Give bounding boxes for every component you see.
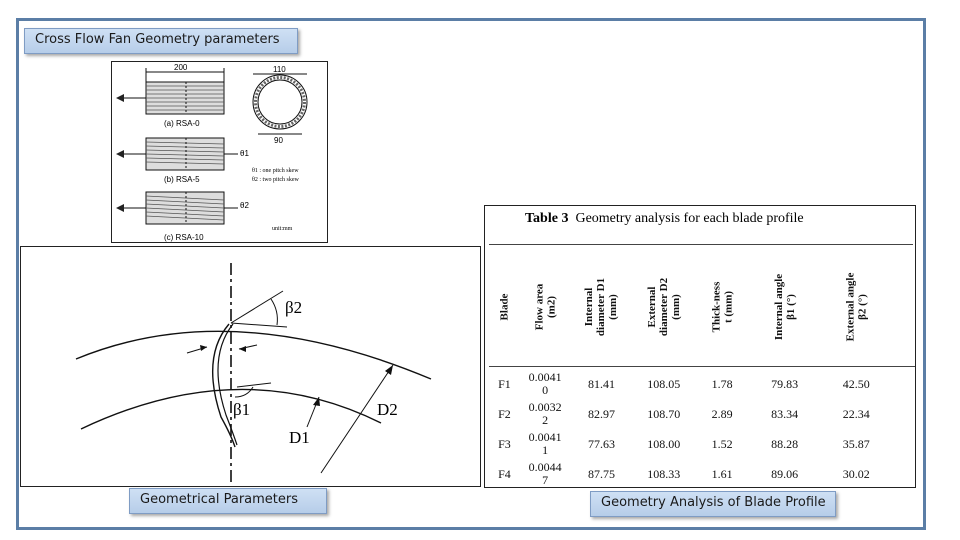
table-title-rest: Geometry analysis for each blade profile [575, 211, 804, 226]
table-header-text: External diameter D2 (mm) [645, 277, 682, 337]
table-cell: 81.41 [588, 376, 616, 391]
fan-rsa0 [116, 81, 225, 115]
table-cell: 108.00 [647, 436, 681, 451]
blade-profile [212, 323, 236, 448]
table-row: F1 0.0041 0 81.41 108.05 1.78 79.83 42.50 0.7 5 [489, 369, 915, 399]
table-cell: 0.0041 1 [528, 430, 562, 457]
table-header-text: Internal angle β1 (°) [772, 273, 797, 341]
d1-label: D1 [289, 428, 310, 447]
table-cell: 79.83 [771, 376, 799, 391]
table-cell: 0.0041 0 [528, 370, 562, 397]
legend-theta1: θ1 : one pitch skew [252, 168, 299, 174]
table-cell: 35.87 [842, 436, 870, 451]
table-cell: 82.97 [588, 406, 616, 421]
dim-length-label: 200 [174, 63, 188, 72]
table-cell: 0.0044 7 [528, 460, 562, 487]
geometry-table: Blade Flow area (m2) Internal diameter D1 … [489, 248, 915, 487]
legend-theta2: θ2 : two pitch skew [252, 177, 300, 183]
table-cell: 77.63 [588, 436, 616, 451]
table-cell: 108.33 [647, 466, 681, 481]
table-row: F3 0.0041 1 77.63 108.00 1.52 88.28 35.87 0.7 2 [489, 429, 915, 459]
table-cell: 1.61 [711, 466, 733, 481]
table-row: F2 0.0032 2 82.97 108.70 2.89 83.34 22.34 0.7 6 [489, 399, 915, 429]
table-cell: F1 [498, 376, 511, 391]
fan-geometry-figure: 200 (a) RSA-0 110 90 [111, 61, 328, 243]
theta1-label: θ1 [240, 149, 249, 158]
table-header-text: Internal diameter D1 (mm) [583, 277, 620, 337]
table-cell: 1.52 [711, 436, 733, 451]
label-rsa10: (c) RSA-10 [164, 233, 204, 242]
dim-outer-label: 110 [273, 65, 286, 74]
table-header-cell: Ratio D1/D2 [893, 248, 915, 367]
label-rsa5: (b) RSA-5 [164, 175, 200, 184]
blade-geometry-figure: β2 β1 D1 D2 [20, 246, 481, 487]
callout-geometrical-parameters: Geometrical Parameters [129, 488, 327, 514]
beta1-label: β1 [233, 400, 250, 419]
callout-analysis-text: Geometry Analysis of Blade Profile [601, 495, 826, 510]
label-rsa0: (a) RSA-0 [164, 119, 200, 128]
table-row: F4 0.0044 7 87.75 108.33 1.61 89.06 30.02 0.8 1 [489, 459, 915, 487]
unit-label: unit:mm [272, 226, 293, 232]
table-cell: 88.28 [771, 436, 799, 451]
d2-label: D2 [377, 400, 398, 419]
callout-cross-flow-fan: Cross Flow Fan Geometry parameters [24, 28, 298, 54]
callout-geometrical-text: Geometrical Parameters [140, 492, 299, 507]
theta2-label: θ2 [240, 201, 249, 210]
table-cell: 0.8 1 [893, 459, 915, 487]
table-header-text: External angle β2 (°) [844, 272, 869, 342]
table-cell: 0.7 6 [893, 399, 915, 429]
inner-circle-arc [80, 388, 382, 430]
table-title: Table 3 Geometry analysis for each blade… [525, 211, 905, 227]
table-cell: 108.70 [647, 406, 681, 421]
callout-geometry-analysis: Geometry Analysis of Blade Profile [590, 491, 836, 517]
fan-rsa10 [116, 191, 238, 225]
callout-cross-flow-fan-text: Cross Flow Fan Geometry parameters [35, 32, 280, 47]
table-cell: 83.34 [771, 406, 799, 421]
table-header-cell: Blade [489, 248, 520, 367]
table-cell: 2.89 [711, 406, 733, 421]
table-cell: 0.0032 2 [528, 400, 562, 427]
table-header-text: Blade [498, 293, 511, 321]
table-cell: 22.34 [842, 406, 870, 421]
table-header-row: Blade Flow area (m2) Internal diameter D1 … [489, 248, 915, 367]
fan-rsa5 [116, 137, 238, 171]
table-header-cell: Internal diameter D1 (mm) [570, 248, 632, 367]
table-cell: F2 [498, 406, 511, 421]
table-cell: 0.7 5 [893, 369, 915, 399]
beta2-label: β2 [285, 298, 302, 317]
table-title-bold: Table 3 [525, 211, 569, 226]
table-cell: 0.7 2 [893, 429, 915, 459]
table-cell: F3 [498, 436, 511, 451]
fan-geometry-drawing: 200 (a) RSA-0 110 90 [116, 63, 308, 242]
geometry-table-figure: Table 3 Geometry analysis for each blade… [484, 205, 916, 488]
table-cell: 108.05 [647, 376, 681, 391]
table-cell: 1.78 [711, 376, 733, 391]
table-cell: F4 [498, 466, 511, 481]
table-header-cell: Internal angle β1 (°) [750, 248, 820, 367]
table-header-cell: Thick-ness t (mm) [695, 248, 750, 367]
table-header-cell: External diameter D2 (mm) [633, 248, 695, 367]
fan-cross-section [252, 74, 308, 130]
table-header-cell: Flow area (m2) [520, 248, 571, 367]
table-header-text: Thick-ness t (mm) [710, 281, 735, 333]
table-cell: 30.02 [842, 466, 870, 481]
table-header-text: Flow area (m2) [533, 283, 558, 331]
table-cell: 42.50 [842, 376, 870, 391]
table-cell: 89.06 [771, 466, 799, 481]
table-cell: 87.75 [588, 466, 616, 481]
blade-geometry-drawing: β2 β1 D1 D2 [75, 263, 432, 485]
dim-inner-label: 90 [274, 136, 283, 145]
outer-circle-arc [75, 330, 432, 380]
table-header-cell: External angle β2 (°) [820, 248, 893, 367]
